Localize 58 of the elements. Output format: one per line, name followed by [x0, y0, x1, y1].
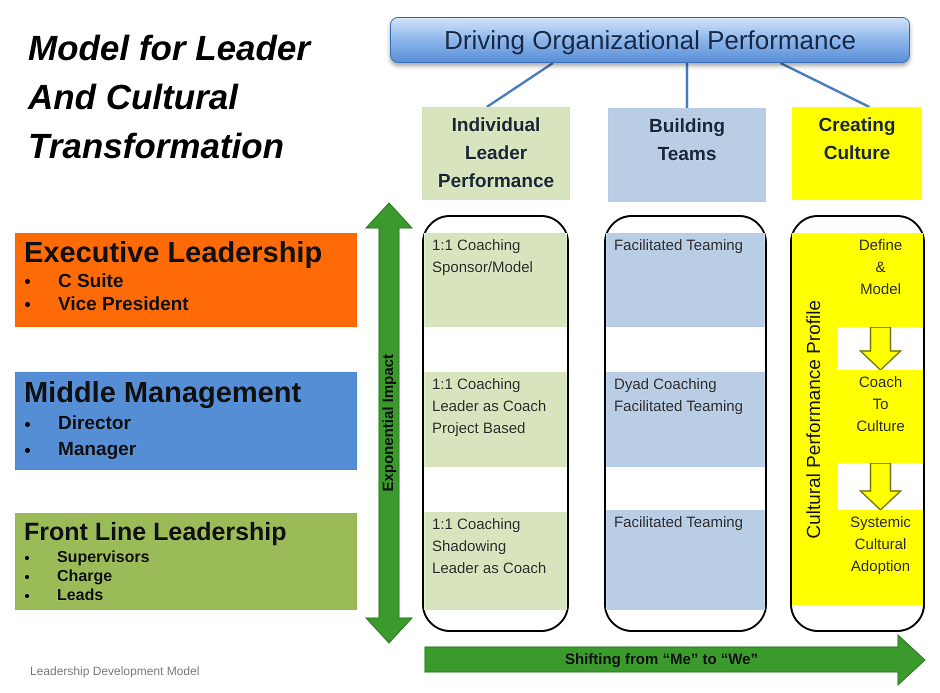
level-item: Supervisors — [57, 548, 150, 567]
level-item: Manager — [58, 438, 136, 462]
connector-line — [780, 62, 870, 108]
level-box — [15, 372, 357, 470]
level-item: C Suite — [58, 270, 124, 293]
step-text: Define & Model — [858, 236, 902, 300]
activity-cell — [424, 372, 567, 467]
block-arrow — [858, 462, 902, 512]
cell-text: 1:1 Coaching — [432, 375, 522, 395]
step-text: Systemic Cultural Adoption — [850, 513, 911, 577]
activity-cell — [424, 233, 567, 327]
connector-line — [686, 63, 688, 108]
rounded-column — [790, 215, 925, 632]
title-banner — [390, 17, 910, 63]
cell-text: Facilitated Teaming — [614, 513, 744, 533]
activity-cell — [606, 510, 765, 610]
cell-text: Shadowing — [432, 537, 508, 557]
footer-note: Leadership Development Model — [30, 664, 200, 678]
level-heading: Executive Leadership — [24, 236, 324, 270]
category-box — [792, 107, 922, 200]
step-cell — [838, 233, 923, 327]
diagram-title: Model for Leader And Cultural Transformation — [28, 28, 312, 168]
cell-text: 1:1 Coaching — [432, 236, 522, 256]
arrow-label: Exponential Impact — [379, 354, 398, 492]
cell-text: Project Based — [432, 419, 526, 439]
activity-cell — [606, 233, 765, 327]
level-item: Vice President — [58, 293, 189, 316]
cell-text: Facilitated Teaming — [614, 236, 744, 256]
cell-text: 1:1 Coaching — [432, 515, 522, 535]
banner-text: Driving Organizational Performance — [444, 25, 856, 55]
level-heading: Middle Management — [24, 376, 302, 411]
category-box — [608, 108, 766, 202]
vertical-label: Cultural Performance Profile — [803, 300, 826, 538]
activity-cell — [424, 512, 567, 610]
category-box — [422, 107, 570, 200]
rounded-column — [604, 215, 767, 632]
level-heading: Front Line Leadership — [24, 517, 288, 548]
block-arrow — [858, 326, 902, 372]
level-box — [15, 513, 357, 610]
step-cell — [838, 510, 923, 605]
connector-line — [486, 62, 554, 108]
activity-cell — [606, 372, 765, 467]
cell-text: Sponsor/Model — [432, 258, 534, 278]
level-item: Charge — [57, 567, 112, 586]
category-label: Individual Leader Performance — [438, 114, 554, 194]
cell-text: Facilitated Teaming — [614, 397, 744, 417]
cell-text: Leader as Coach — [432, 559, 548, 579]
step-cell — [838, 370, 923, 463]
cell-text: Leader as Coach — [432, 397, 548, 417]
level-item: Leads — [57, 586, 104, 605]
level-box — [15, 233, 357, 327]
category-label: Building Teams — [649, 115, 725, 167]
cell-text: Dyad Coaching — [614, 375, 718, 395]
arrow-label: Shifting from “Me” to “We” — [564, 650, 758, 670]
rounded-column — [422, 215, 569, 632]
step-text: Coach To Culture — [856, 373, 905, 437]
level-item: Director — [58, 412, 131, 436]
category-label: Creating Culture — [818, 114, 896, 166]
